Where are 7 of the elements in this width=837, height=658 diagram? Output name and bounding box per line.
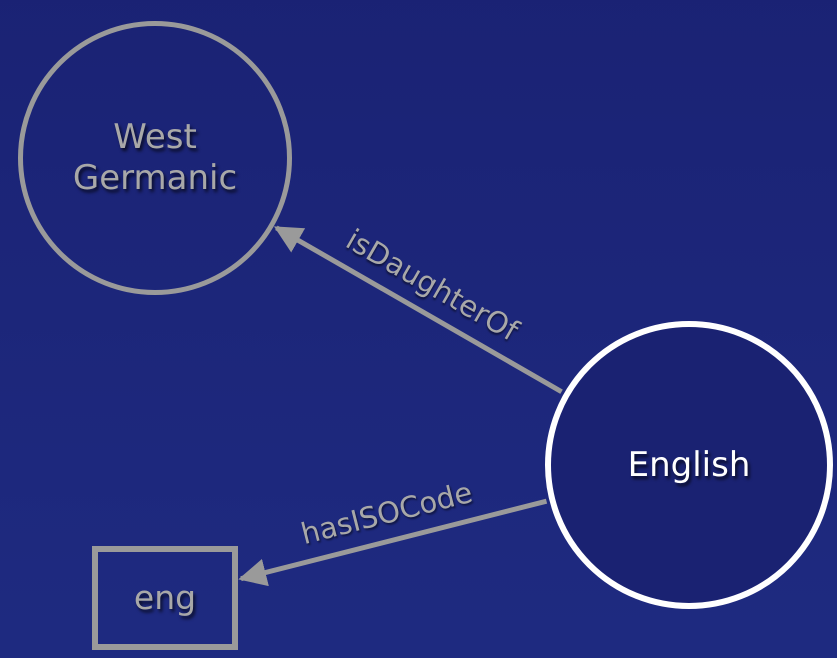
- node-label: West Germanic: [72, 117, 238, 199]
- arrow: [238, 498, 548, 586]
- node-label: English: [628, 444, 750, 486]
- circle-node: [18, 21, 292, 295]
- arrow: [274, 226, 563, 394]
- node-label: eng: [134, 578, 196, 618]
- box-node: [92, 546, 238, 650]
